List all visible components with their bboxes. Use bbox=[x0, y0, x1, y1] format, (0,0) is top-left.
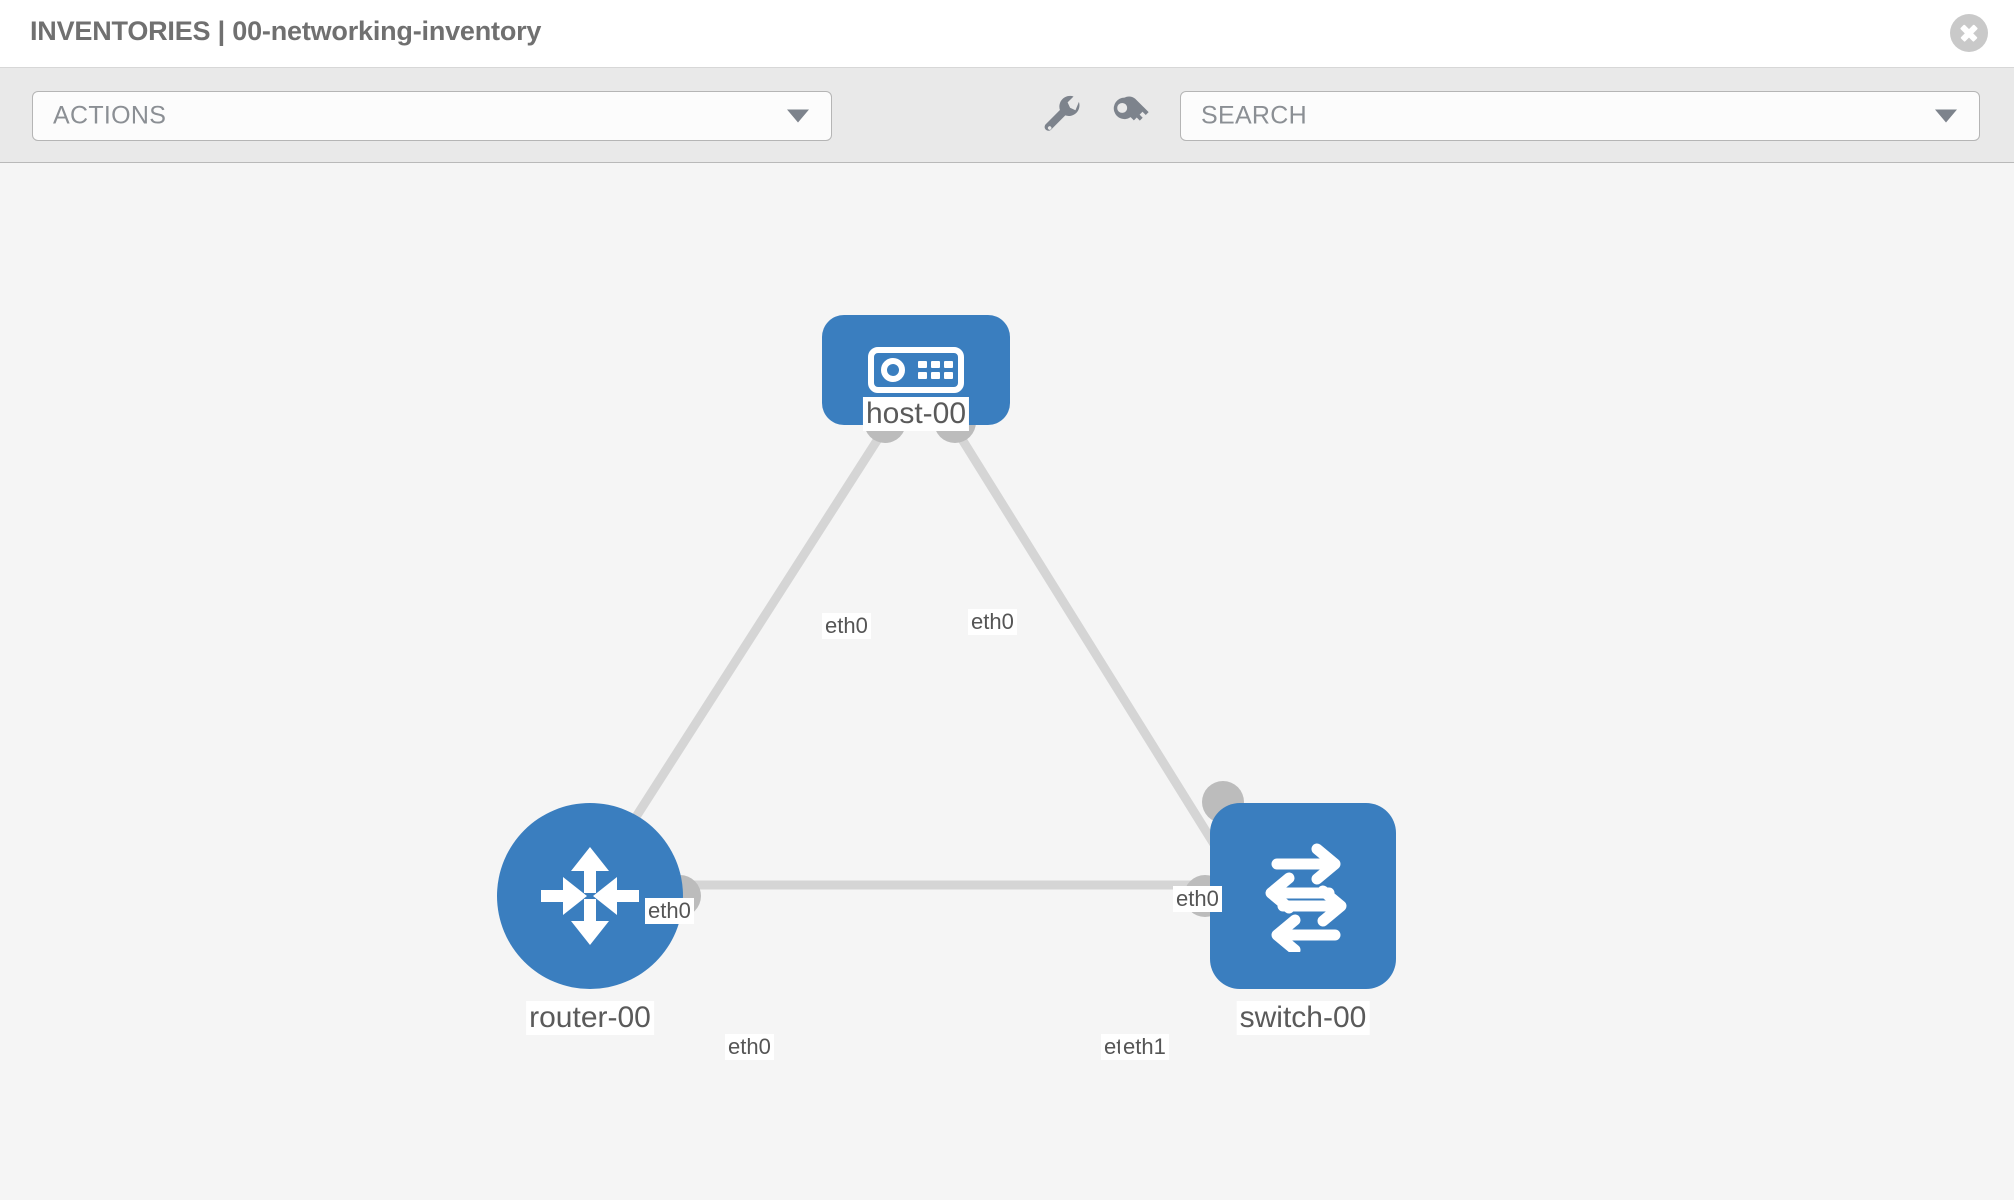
key-icon[interactable] bbox=[1108, 93, 1154, 139]
router-arrows-icon bbox=[541, 847, 639, 945]
topology-links bbox=[595, 423, 1237, 890]
actions-dropdown[interactable]: ACTIONS bbox=[32, 91, 832, 141]
actions-dropdown-label: ACTIONS bbox=[53, 101, 167, 130]
search-input[interactable]: SEARCH bbox=[1180, 91, 1980, 141]
link-host-switch bbox=[950, 423, 1237, 878]
port-label-host-right: eth0 bbox=[968, 609, 1017, 636]
server-icon bbox=[868, 347, 964, 393]
page-title: INVENTORIES | 00-networking-inventory bbox=[30, 16, 542, 46]
node-label-host-00: host-00 bbox=[862, 397, 970, 431]
switch-arrows-icon bbox=[1265, 843, 1347, 952]
node-label-switch-00: switch-00 bbox=[1236, 1001, 1370, 1035]
chevron-down-icon bbox=[787, 109, 809, 123]
page-header: INVENTORIES | 00-networking-inventory bbox=[0, 0, 2014, 68]
port-label-router-right: eth0 bbox=[725, 1034, 774, 1061]
wrench-icon[interactable] bbox=[1040, 93, 1086, 139]
link-host-router bbox=[595, 423, 890, 878]
switch-node-shape[interactable] bbox=[1210, 803, 1396, 989]
port-label-switch-upper: eth0 bbox=[1173, 886, 1222, 913]
chevron-down-icon bbox=[1935, 109, 1957, 123]
router-node-shape[interactable] bbox=[497, 803, 683, 989]
port-label-router-upper: eth0 bbox=[645, 898, 694, 925]
close-icon[interactable] bbox=[1950, 14, 1988, 52]
port-label-host-left: eth0 bbox=[822, 613, 871, 640]
toolbar: ACTIONS SEARCH bbox=[0, 68, 2014, 163]
topology-canvas[interactable]: host-00 route bbox=[0, 163, 2014, 1200]
search-placeholder: SEARCH bbox=[1201, 101, 1307, 130]
node-label-router-00: router-00 bbox=[526, 1001, 654, 1035]
port-label-switch-left: eth1 bbox=[1120, 1034, 1169, 1061]
